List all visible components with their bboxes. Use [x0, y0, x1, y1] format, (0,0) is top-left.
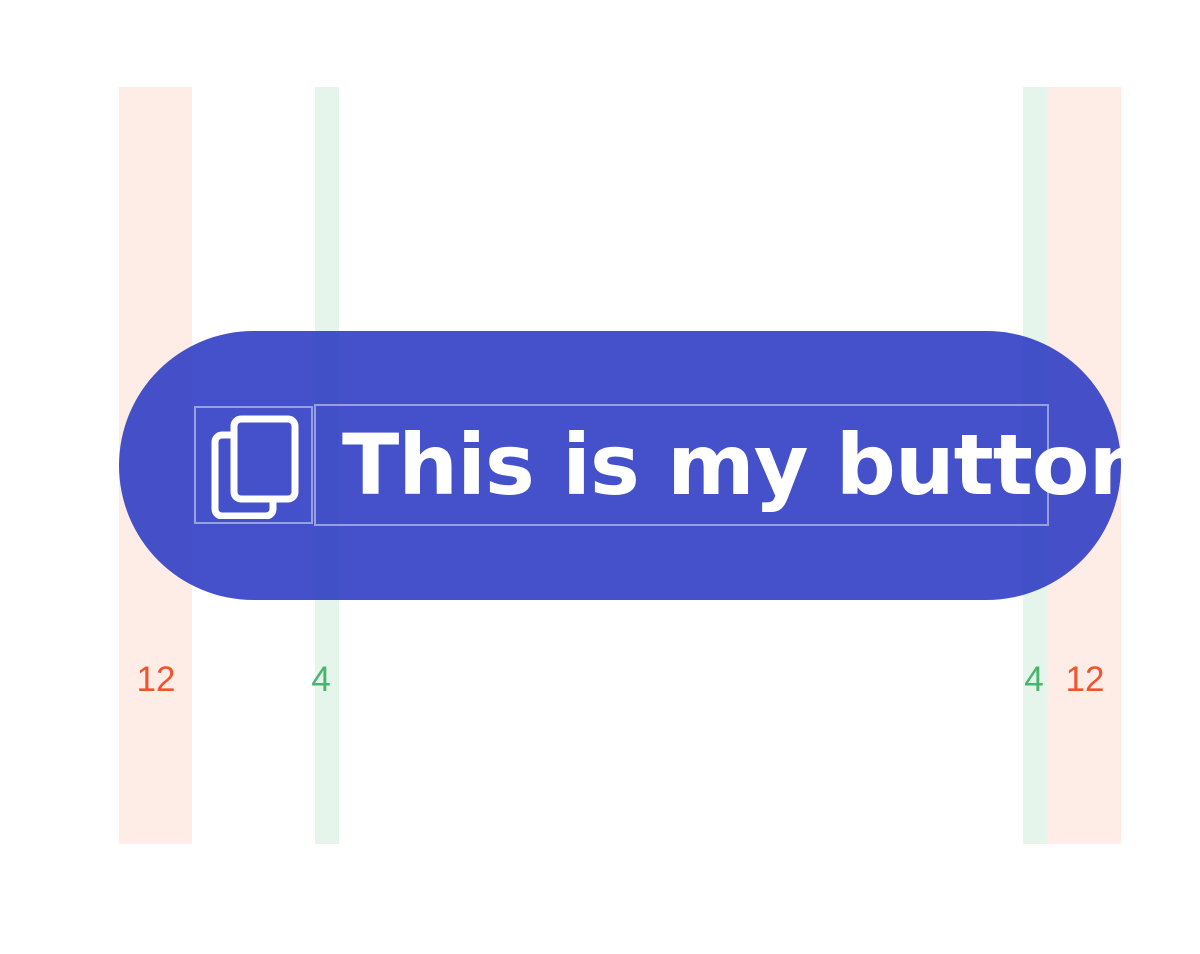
- padding-right-measure: 12: [1065, 660, 1105, 699]
- example-button[interactable]: [119, 331, 1121, 600]
- padding-left-measure: 12: [136, 660, 176, 699]
- gap-left-measure: 4: [311, 660, 331, 699]
- label-bounding-box: This is my button: [314, 404, 1148, 526]
- copy-icon: [211, 415, 299, 519]
- icon-bounding-box: [194, 406, 313, 524]
- button-label: This is my button: [342, 416, 1148, 514]
- gap-right-measure: 4: [1024, 660, 1044, 699]
